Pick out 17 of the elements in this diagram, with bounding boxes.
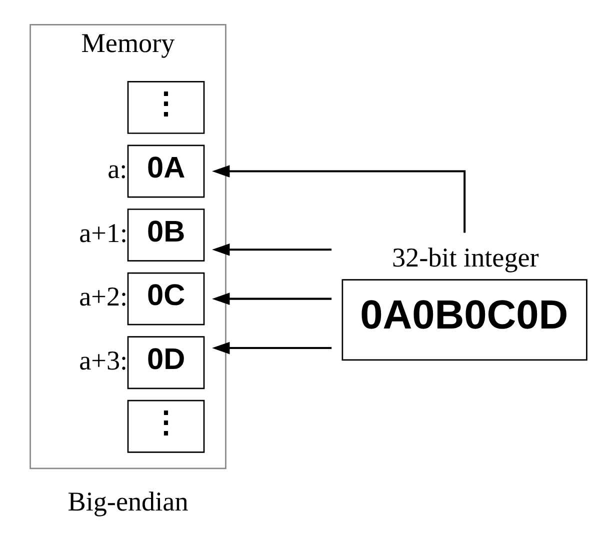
node-box: 0A0B0C0D: [341, 279, 587, 361]
arrow: [212, 243, 332, 256]
node-box: 0B: [126, 208, 204, 262]
node-box: ⋮: [126, 81, 204, 134]
node-box: 0C: [126, 272, 204, 326]
arrow: [212, 342, 332, 354]
node-label: a+3:: [78, 345, 128, 376]
arrow: [212, 165, 466, 233]
node-label: a:: [107, 154, 127, 184]
label: Big-endian: [67, 486, 188, 517]
node-box: 0A: [126, 144, 204, 198]
node-box: ⋮: [126, 400, 204, 453]
arrow: [212, 292, 332, 305]
node-label: a+2:: [78, 282, 128, 312]
node-label: a+1:: [78, 218, 128, 248]
node-box: 0D: [126, 336, 204, 390]
node-label: 32-bit integer: [391, 242, 538, 272]
